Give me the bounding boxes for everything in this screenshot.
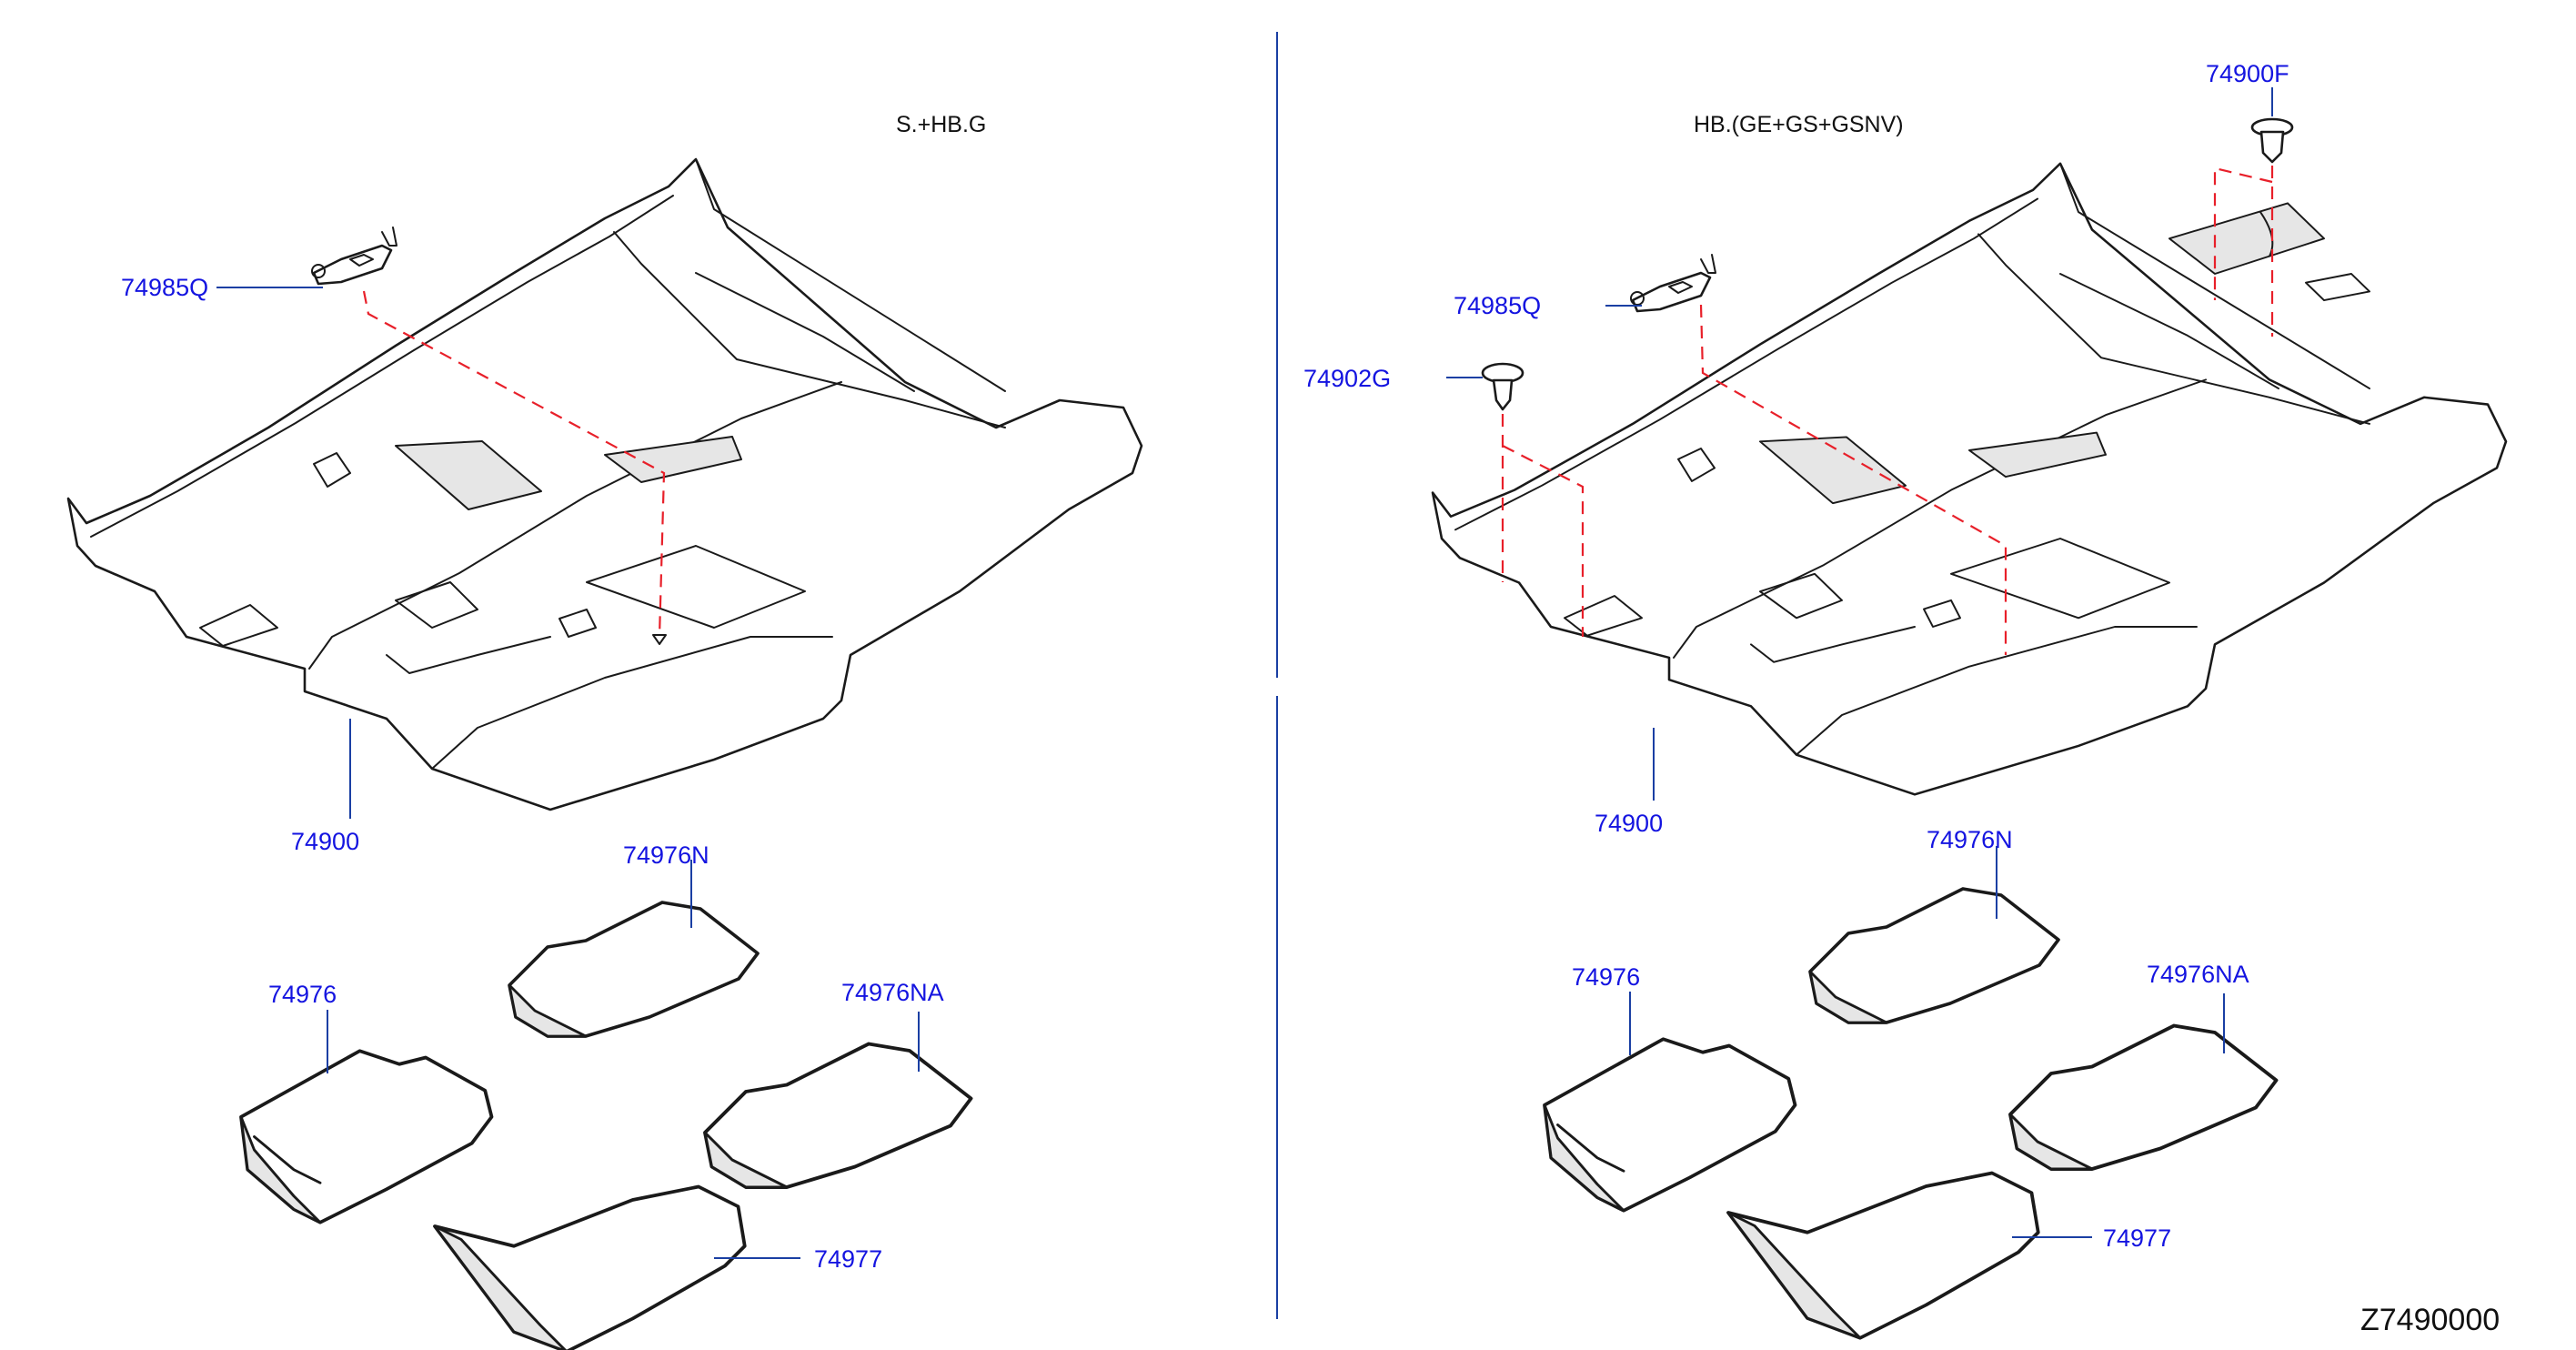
left-mat-rear-side-label: 74976NA <box>841 979 944 1006</box>
diagram-code: Z7490000 <box>2360 1303 2500 1337</box>
right-mat-trunk <box>1726 1171 2040 1340</box>
left-panel: S.+HB.G 74985Q 74900 74976N 74976 74976N… <box>66 112 1143 1350</box>
right-mat-rear-side <box>2008 1023 2279 1171</box>
left-mat-rear-label: 74976N <box>623 841 709 869</box>
left-clip-label: 74985Q <box>121 274 208 301</box>
left-mat-rear <box>508 901 760 1038</box>
left-clip-install-line <box>362 290 666 638</box>
right-carpet-label: 74900 <box>1595 810 1663 837</box>
left-floor-carpet <box>66 157 1143 811</box>
right-fastener-install-line <box>1501 414 1585 637</box>
right-panel: HB.(GE+GS+GSNV) 74900F 74985Q <box>1303 60 2508 1340</box>
right-clip-label: 74985Q <box>1454 292 1541 319</box>
right-clip-install-line <box>1699 304 2007 655</box>
right-mat-trunk-label: 74977 <box>2103 1224 2171 1252</box>
right-mat-rear-side-label: 74976NA <box>2147 961 2249 988</box>
right-fastener-part <box>1481 362 1524 411</box>
left-mat-rear-side <box>703 1042 973 1189</box>
left-carpet-label: 74900 <box>291 828 359 855</box>
right-variant-label: HB.(GE+GS+GSNV) <box>1694 112 1904 137</box>
right-floor-carpet <box>1431 162 2508 796</box>
left-variant-label: S.+HB.G <box>896 112 986 137</box>
right-grommet-label: 74900F <box>2206 60 2289 87</box>
right-clip-part <box>1630 254 1716 313</box>
right-grommet-install-line <box>2213 166 2274 337</box>
right-mat-front-label: 74976 <box>1572 963 1640 991</box>
left-mat-trunk <box>433 1184 747 1350</box>
right-mat-front <box>1543 1037 1797 1213</box>
right-mat-rear-label: 74976N <box>1927 826 2013 853</box>
left-clip-part <box>311 227 397 286</box>
right-grommet-part <box>2250 117 2294 164</box>
left-mat-front-label: 74976 <box>268 981 337 1008</box>
left-mat-front <box>239 1049 494 1224</box>
right-mat-rear <box>1808 887 2060 1024</box>
left-mat-trunk-label: 74977 <box>814 1245 882 1273</box>
right-fastener-label: 74902G <box>1303 365 1391 392</box>
